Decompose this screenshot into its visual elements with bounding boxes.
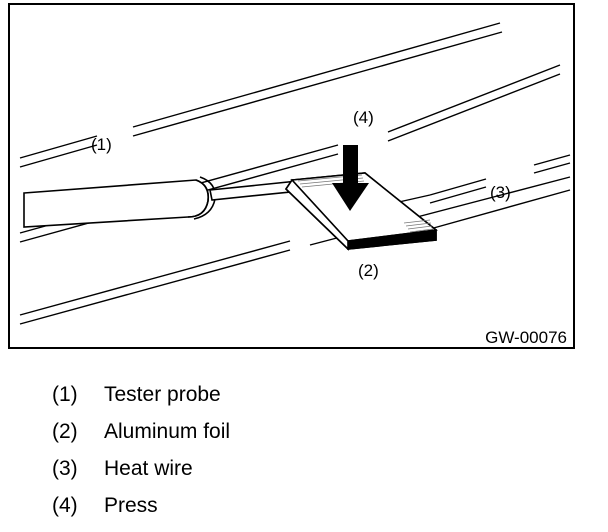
legend-number: (1) <box>52 383 78 406</box>
legend-label: Tester probe <box>104 383 221 406</box>
legend-list: (1) Tester probe (2) Aluminum foil (3) H… <box>52 376 230 524</box>
callout-tester-probe: (1) <box>91 135 112 154</box>
legend-item: (1) Tester probe <box>52 376 230 413</box>
legend-label: Aluminum foil <box>104 420 231 443</box>
legend-item: (2) Aluminum foil <box>52 413 230 450</box>
legend-label: Heat wire <box>104 457 193 480</box>
legend-number: (2) <box>52 420 78 443</box>
legend-item: (4) Press <box>52 487 230 524</box>
tester-probe <box>23 176 303 228</box>
aluminum-foil <box>284 172 438 251</box>
legend-number: (3) <box>52 457 78 480</box>
callout-aluminum-foil: (2) <box>358 261 379 280</box>
legend-number: (4) <box>52 494 78 517</box>
figure-code: GW-00076 <box>485 328 567 347</box>
press-arrow <box>332 145 369 211</box>
legend-item: (3) Heat wire <box>52 450 230 487</box>
legend-label: Press <box>104 494 158 517</box>
callout-heat-wire: (3) <box>490 183 511 202</box>
diagram-figure: (1) (2) (3) (4) GW-00076 <box>8 3 575 349</box>
diagram-drawing: (1) (2) (3) (4) GW-00076 <box>19 22 571 347</box>
callout-press: (4) <box>353 108 374 127</box>
heat-wire-line-top <box>19 22 503 168</box>
